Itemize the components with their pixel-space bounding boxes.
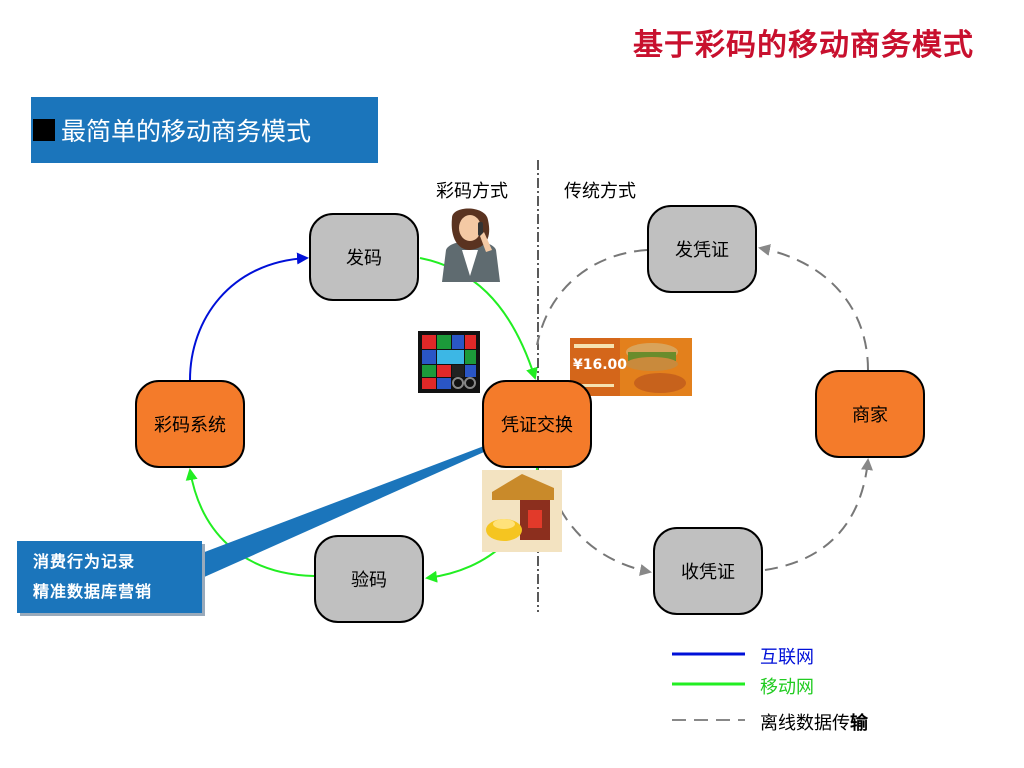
- caima-code-icon: [418, 331, 480, 393]
- callout-wedge: [202, 446, 484, 578]
- node-shangjia: 商家: [815, 370, 925, 458]
- consumer-box-line1: 消费行为记录: [33, 552, 136, 571]
- legend-mobile-label: 移动网: [760, 677, 814, 698]
- gold-shop-icon: [482, 470, 562, 552]
- node-fa-pingzheng: 发凭证: [647, 205, 757, 293]
- offline-arrow-fa-to-exchange: [536, 249, 648, 346]
- legend-offline-label-prefix: 离线数据传: [760, 713, 850, 734]
- offline-arrow-shou-to-shangjia: [764, 458, 873, 571]
- section-banner: 最简单的移动商务模式: [31, 97, 378, 163]
- consumer-box-line2: 精准数据库营销: [33, 582, 153, 601]
- coupon-promo-image: [570, 338, 692, 396]
- node-pingzheng-exchange: 凭证交换: [482, 380, 592, 468]
- consumer-behavior-box: 消费行为记录 精准数据库营销: [17, 541, 202, 613]
- offline-arrow-shangjia-to-fa: [758, 244, 869, 371]
- page-title: 基于彩码的移动商务模式: [633, 28, 974, 63]
- mobile-arrow-fama-to-exchange: [419, 257, 538, 380]
- column-label-caima: 彩码方式: [436, 181, 508, 202]
- node-yanma: 验码: [314, 535, 424, 623]
- woman-on-phone-icon: [442, 208, 500, 282]
- square-bullet-icon: [33, 119, 55, 141]
- offline-arrow-exchange-to-shou: [544, 469, 652, 576]
- column-label-traditional: 传统方式: [564, 181, 636, 202]
- legend-offline-label: 离线数据传输: [760, 709, 868, 735]
- coupon-price: ¥16.00: [573, 357, 627, 373]
- banner-text: 最简单的移动商务模式: [61, 117, 312, 146]
- node-caima-system: 彩码系统: [135, 380, 245, 468]
- legend-internet-label: 互联网: [760, 647, 814, 668]
- legend-offline-label-bold: 输: [850, 713, 868, 734]
- internet-arrow: [189, 252, 309, 381]
- node-fama: 发码: [309, 213, 419, 301]
- node-shou-pingzheng: 收凭证: [653, 527, 763, 615]
